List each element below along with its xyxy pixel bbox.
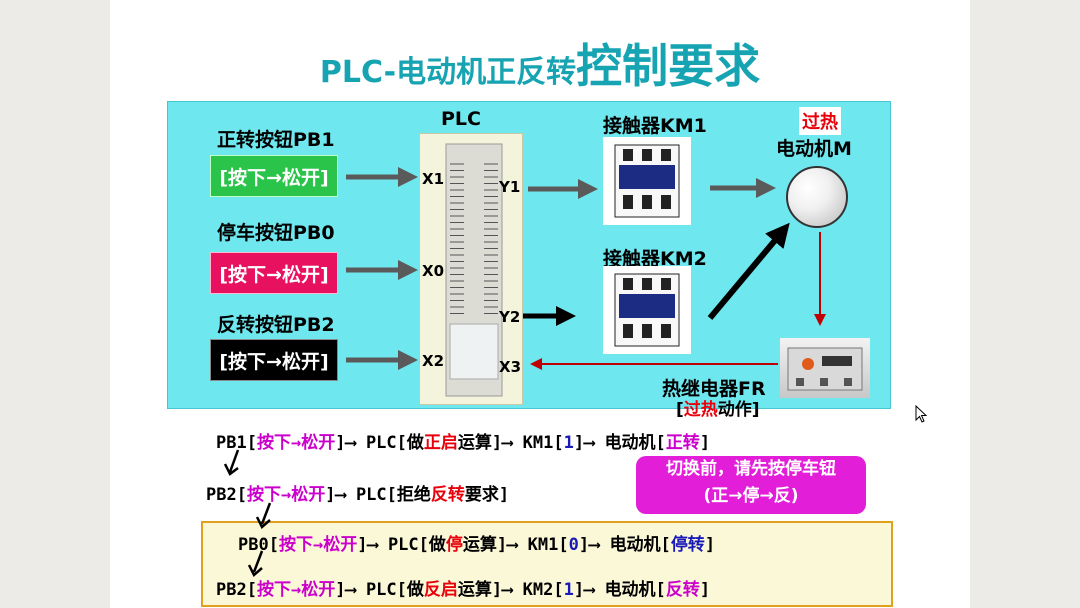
contactor-icon <box>614 144 680 218</box>
mouse-pointer-icon <box>915 405 928 423</box>
terminal-y1: Y1 <box>499 178 521 196</box>
thermal-relay-image <box>780 338 870 398</box>
terminal-x3: X3 <box>499 358 522 376</box>
thermal-relay-label: 热继电器FR <box>662 378 766 400</box>
step-arrow-1 <box>223 449 240 476</box>
step-arrow-3 <box>247 550 264 578</box>
tip-line-1: 切换前，请先按停车钮 <box>666 459 836 479</box>
contactor-icon <box>614 273 680 347</box>
plc-device-icon <box>445 143 503 397</box>
terminal-x0: X0 <box>422 262 445 280</box>
title-part1: PLC-电动机正反转 <box>319 55 577 90</box>
overheat-label: 过热 <box>799 107 841 135</box>
motor-label: 电动机M <box>776 138 852 160</box>
sequence-row-1: PB1[按下→松开]⟶ PLC[做正启运算]⟶ KM1[1]⟶ 电动机[正转] <box>216 433 711 453</box>
sequence-row-3: PB0[按下→松开]⟶ PLC[做停运算]⟶ KM1[0]⟶ 电动机[停转] <box>238 535 716 555</box>
arrow-km2-motor <box>707 222 790 320</box>
stop-reverse-sequence-box <box>201 521 893 607</box>
km1-label: 接触器KM1 <box>603 115 707 137</box>
km2-label: 接触器KM2 <box>603 248 707 270</box>
pb1-button[interactable]: [按下→松开] <box>210 155 338 197</box>
tip-line-2: (正→停→反) <box>703 486 799 506</box>
terminal-y2: Y2 <box>499 308 521 326</box>
sequence-row-4: PB2[按下→松开]⟶ PLC[做反启运算]⟶ KM2[1]⟶ 电动机[反转] <box>216 580 711 600</box>
pb1-label: 正转按钮PB1 <box>217 129 335 151</box>
motor-icon <box>786 166 848 228</box>
plc-image <box>419 133 523 405</box>
slide-title: PLC-电动机正反转控制要求 <box>110 30 970 96</box>
terminal-x1: X1 <box>422 170 445 188</box>
thermal-relay-icon <box>787 347 863 391</box>
km1-contactor-image <box>603 137 691 225</box>
thermal-relay-note: [过热动作] <box>676 400 760 420</box>
step-arrow-2 <box>255 502 272 530</box>
pb0-button[interactable]: [按下→松开] <box>210 252 338 294</box>
sequence-row-2: PB2[按下→松开]⟶ PLC[拒绝反转要求] <box>206 485 510 505</box>
switch-tip-box: 切换前，请先按停车钮 (正→停→反) <box>636 456 866 514</box>
km2-contactor-image <box>603 266 691 354</box>
pb2-label: 反转按钮PB2 <box>217 314 335 336</box>
plc-label: PLC <box>441 108 481 130</box>
pb0-label: 停车按钮PB0 <box>217 222 335 244</box>
title-part2: 控制要求 <box>576 39 761 93</box>
terminal-x2: X2 <box>422 352 445 370</box>
pb2-button[interactable]: [按下→松开] <box>210 339 338 381</box>
